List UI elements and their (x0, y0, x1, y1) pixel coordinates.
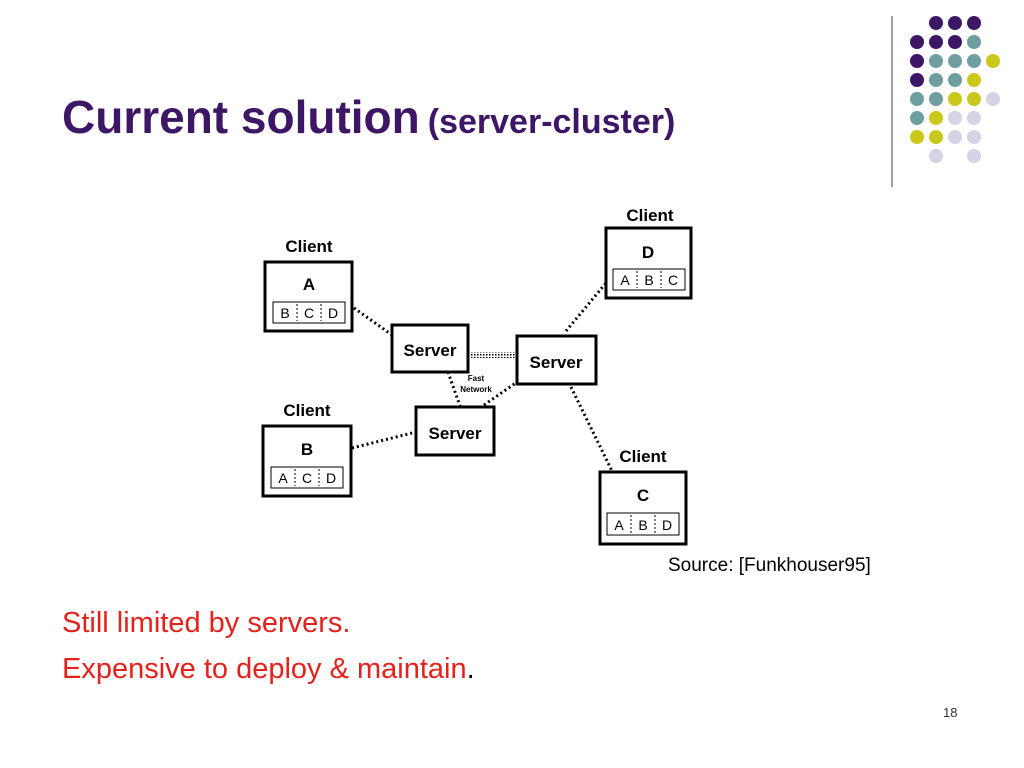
decorative-dot (986, 54, 1000, 68)
decorative-dot (948, 73, 962, 87)
bullet-suffix: . (466, 653, 475, 685)
decorative-dot (929, 149, 943, 163)
decorative-dot (967, 149, 981, 163)
client-node-a: Client A B C D (263, 237, 354, 333)
replica-cell: D (662, 517, 672, 533)
bullet-point: Expensive to deploy & maintain. (62, 653, 475, 686)
decorative-dot (929, 16, 943, 30)
decorative-dot (910, 111, 924, 125)
replica-cell: C (668, 272, 678, 288)
decorative-dot (929, 35, 943, 49)
server-label: Server (429, 424, 482, 443)
decorative-dot (929, 92, 943, 106)
replica-cell: A (278, 470, 288, 486)
fast-network-label-line2: Network (460, 385, 492, 394)
source-citation: Source: [Funkhouser95] (668, 555, 871, 576)
server-node: Server (515, 334, 598, 386)
link-client-c-server (569, 386, 614, 472)
decorative-dot (929, 111, 943, 125)
client-heading: Client (626, 206, 674, 225)
replica-cell: A (614, 517, 624, 533)
decorative-dot (967, 16, 981, 30)
link-client-b-server (351, 430, 417, 450)
title-main: Current solution (62, 91, 420, 143)
decorative-dot-grid (910, 16, 1000, 163)
replica-cell: C (302, 470, 312, 486)
replica-cell: D (328, 305, 338, 321)
decorative-dot (967, 92, 981, 106)
decorative-dot (948, 54, 962, 68)
decorative-dot (967, 111, 981, 125)
network-links (351, 282, 614, 472)
bullet-text: Expensive to deploy & maintain (62, 653, 467, 685)
network-diagram: Fast Network Server Server Server Client… (261, 206, 693, 546)
decorative-dot (910, 35, 924, 49)
replica-cell: B (644, 272, 653, 288)
bullet-point: Still limited by servers. (62, 607, 350, 640)
decorative-dot (948, 130, 962, 144)
decorative-dot (910, 73, 924, 87)
replica-cell: B (638, 517, 647, 533)
decorative-dot (929, 130, 943, 144)
decorative-dot (910, 92, 924, 106)
link-client-a-server (353, 306, 393, 337)
replica-cell: C (304, 305, 314, 321)
server-node: Server (414, 405, 496, 457)
client-node-c: Client C A B D (598, 447, 688, 546)
decorative-dot (986, 92, 1000, 106)
decorative-dot (948, 92, 962, 106)
decorative-divider (891, 16, 893, 187)
server-label: Server (404, 341, 457, 360)
decorative-dot (948, 111, 962, 125)
decorative-dot (967, 54, 981, 68)
page-number: 18 (943, 705, 958, 720)
decorative-dot (929, 54, 943, 68)
bullet-text: Still limited by servers. (62, 607, 351, 639)
title-subtitle: (server-cluster) (427, 103, 676, 141)
decorative-dot (929, 73, 943, 87)
fast-network-label-line1: Fast (468, 374, 485, 383)
link-server-server-right (483, 378, 521, 407)
client-name: B (301, 440, 313, 459)
slide-title: Current solution(server-cluster) (62, 90, 675, 144)
client-heading: Client (283, 401, 331, 420)
client-heading: Client (619, 447, 667, 466)
client-name: A (303, 275, 315, 294)
decorative-dot (948, 35, 962, 49)
link-server-server-left (446, 371, 462, 407)
decorative-dot (948, 16, 962, 30)
client-node-b: Client B A C D (261, 401, 353, 498)
replica-cell: A (620, 272, 630, 288)
decorative-dot (910, 130, 924, 144)
link-client-d-server (564, 282, 608, 332)
server-node: Server (390, 323, 470, 374)
fast-network-link (467, 352, 518, 358)
decorative-dot (910, 54, 924, 68)
server-label: Server (530, 353, 583, 372)
client-node-d: Client D A B C (604, 206, 693, 300)
decorative-dot (967, 130, 981, 144)
client-heading: Client (285, 237, 333, 256)
decorative-dot (967, 35, 981, 49)
decorative-dot (967, 73, 981, 87)
replica-cell: B (280, 305, 289, 321)
replica-cell: D (326, 470, 336, 486)
client-name: D (642, 243, 654, 262)
client-name: C (637, 486, 649, 505)
